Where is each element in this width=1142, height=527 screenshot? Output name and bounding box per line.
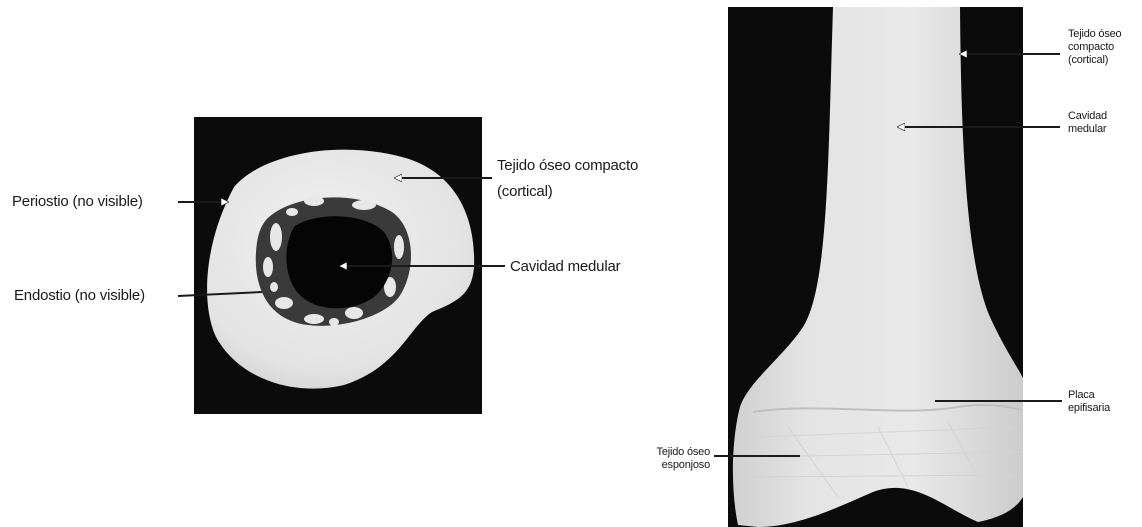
label-right-tejido-compacto-line2: compacto	[1068, 41, 1121, 54]
medullary-cavity	[286, 216, 392, 308]
bone-cross-section-illustration	[194, 117, 482, 414]
label-esponjoso-line2: esponjoso	[630, 459, 710, 472]
label-right-tejido-compacto-line3: (cortical)	[1068, 54, 1121, 67]
label-right-cavidad-line2: medular	[1068, 123, 1107, 136]
label-periostio: Periostio (no visible)	[12, 193, 143, 210]
label-placa-epifisaria: Placa epifisaria	[1068, 389, 1110, 415]
label-right-cavidad-line1: Cavidad	[1068, 110, 1107, 123]
label-cavidad-medular: Cavidad medular	[510, 258, 620, 275]
label-right-tejido-compacto: Tejido óseo compacto (cortical)	[1068, 28, 1121, 67]
bone-diaphysis-and-epiphysis	[733, 7, 1023, 527]
long-bone-illustration	[728, 7, 1023, 527]
bone-cross-section-photo	[194, 117, 482, 414]
label-right-tejido-compacto-line1: Tejido óseo	[1068, 28, 1121, 41]
label-esponjoso-line1: Tejido óseo	[630, 446, 710, 459]
label-placa-line2: epifisaria	[1068, 402, 1110, 415]
label-tejido-esponjoso: Tejido óseo esponjoso	[630, 446, 710, 472]
label-placa-line1: Placa	[1068, 389, 1110, 402]
label-right-cavidad-medular: Cavidad medular	[1068, 110, 1107, 136]
label-endostio: Endostio (no visible)	[14, 287, 145, 304]
long-bone-photo	[728, 7, 1023, 527]
label-tejido-compacto-line1: Tejido óseo compacto	[497, 157, 638, 174]
label-tejido-compacto-line2: (cortical)	[497, 183, 553, 200]
